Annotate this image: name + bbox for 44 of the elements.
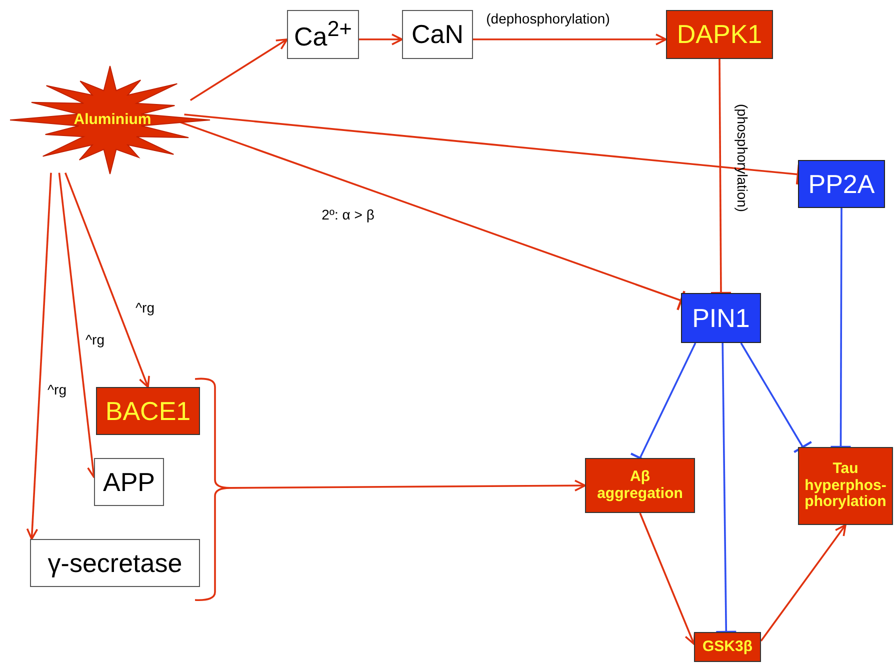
node-label: Aluminium <box>74 112 152 128</box>
inhibition-line <box>830 208 852 448</box>
arrow <box>359 34 403 46</box>
arrow <box>639 512 696 645</box>
inhibition-line <box>184 114 800 186</box>
arrow <box>473 34 667 46</box>
node-label: Ca$^{2+}$ <box>294 17 352 52</box>
edge-label: ^rg <box>134 300 156 316</box>
arrow <box>760 524 846 642</box>
inhibition-line <box>710 59 732 294</box>
arrow <box>64 172 150 388</box>
edge-label: (dephosphorylation) <box>485 11 611 27</box>
inhibition-line <box>740 342 812 454</box>
arrow <box>230 480 586 492</box>
node-label: APP <box>102 468 156 496</box>
edge-label: (phosphorylation) <box>734 102 750 214</box>
process-box <box>287 10 359 59</box>
process-box <box>798 447 893 525</box>
arrow <box>26 172 52 540</box>
process-box <box>681 293 761 343</box>
node-label: DAPK1 <box>676 20 762 49</box>
process-box <box>585 458 695 513</box>
process-box <box>402 10 473 59</box>
process-box <box>798 160 885 208</box>
node-label: PP2A <box>808 170 875 198</box>
process-box <box>694 632 761 662</box>
node-label: Aβ aggregation <box>596 469 684 502</box>
node-label: PIN1 <box>692 304 750 332</box>
node-label: GSK3β <box>702 638 752 656</box>
node-label: γ-secretase <box>48 548 182 578</box>
inhibition-line <box>715 342 738 634</box>
process-box <box>666 10 773 59</box>
node-label: BACE1 <box>105 396 191 426</box>
process-box <box>96 387 200 435</box>
edge-label: ^rg <box>46 382 68 398</box>
arrow <box>190 38 288 101</box>
node-label: CaN <box>411 20 464 49</box>
process-box <box>94 458 164 506</box>
inhibition-line <box>180 121 686 312</box>
process-box <box>30 539 200 587</box>
node-label: Tau hyperphos- phorylation <box>804 461 888 511</box>
annotation-text: 2º: α > β <box>320 207 376 223</box>
curly-brace <box>195 377 230 602</box>
edge-label: ^rg <box>84 332 106 348</box>
